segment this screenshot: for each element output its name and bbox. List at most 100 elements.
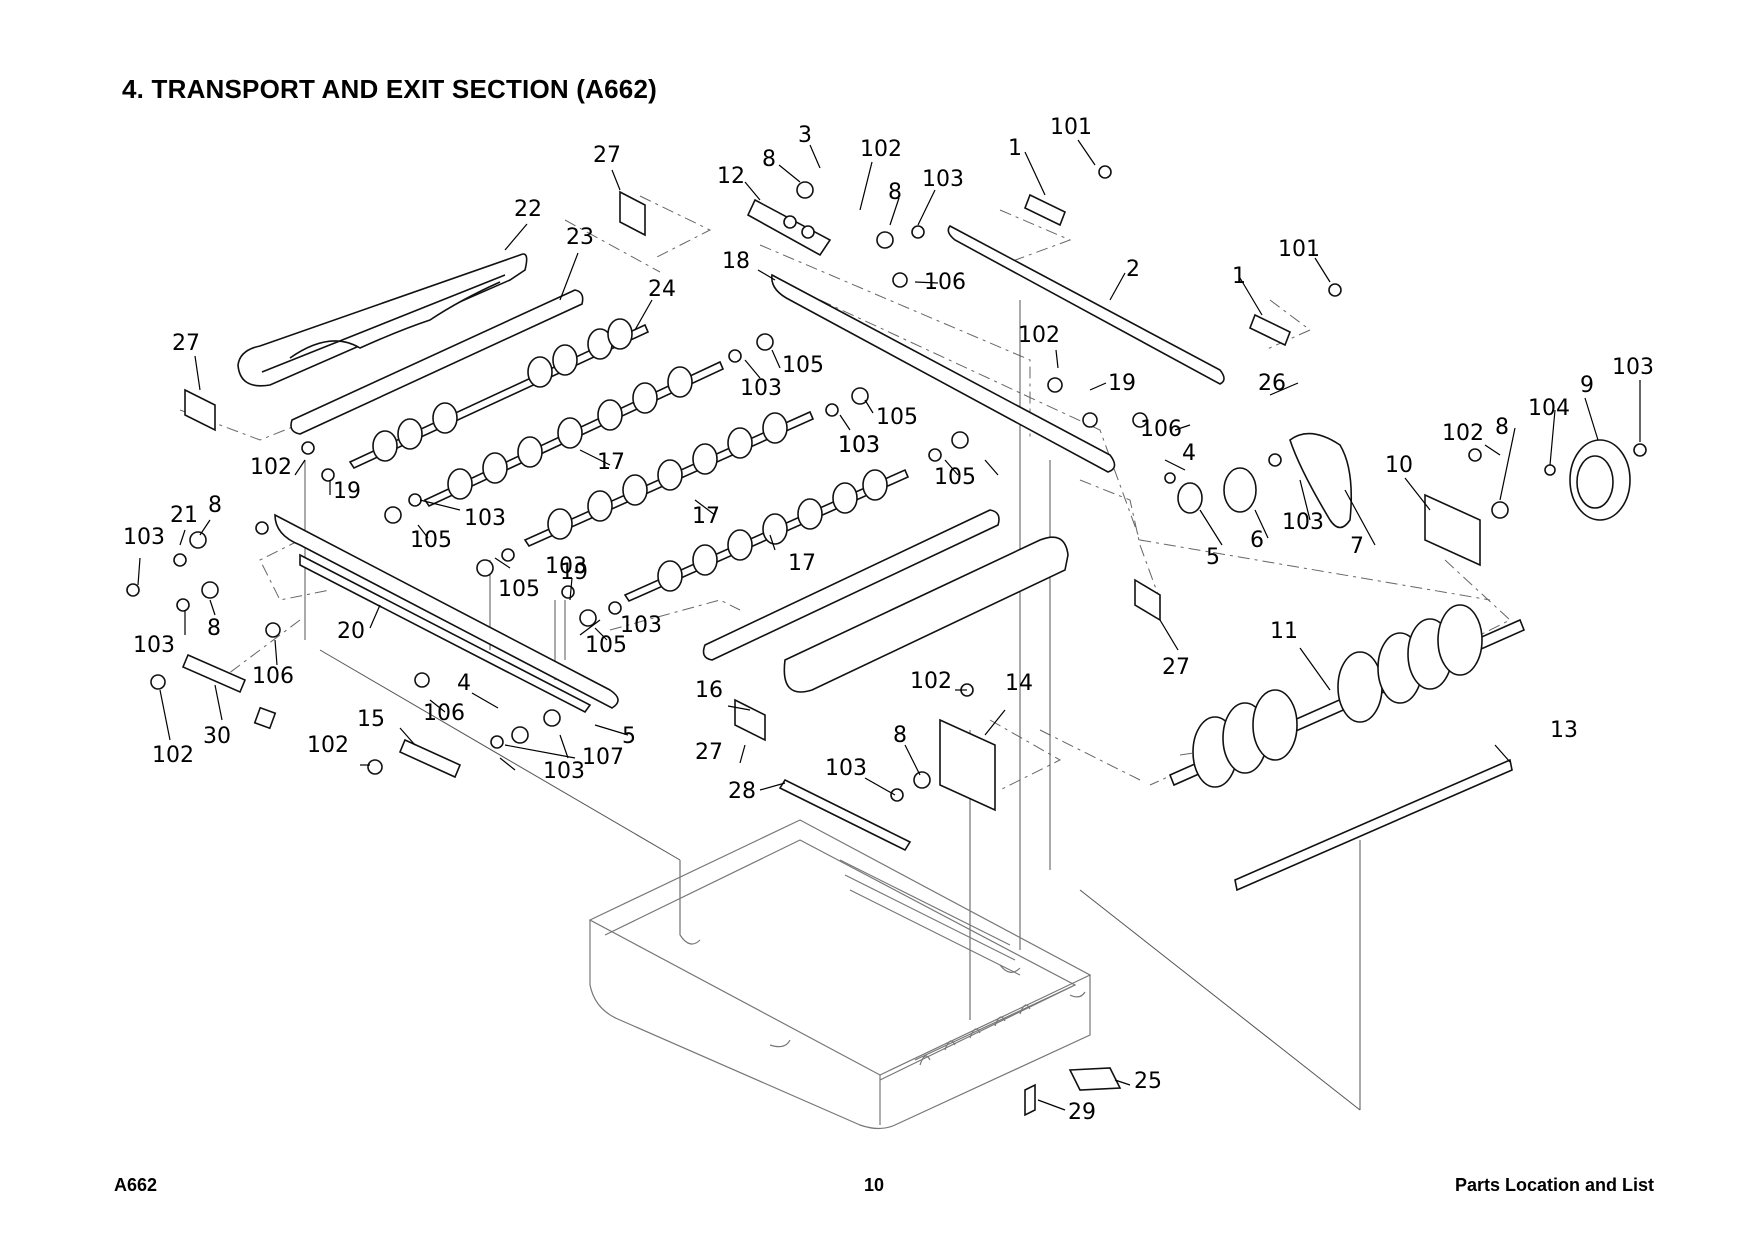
callout-label: 5: [622, 724, 636, 749]
callout-label: 2: [1126, 257, 1140, 282]
callout-label: 101: [1050, 115, 1092, 140]
callout-label: 8: [893, 723, 907, 748]
callout-label: 103: [740, 376, 782, 401]
callout-label: 103: [620, 613, 662, 638]
part-holder-1b: [1248, 313, 1292, 347]
callout-label: 19: [333, 479, 361, 504]
callout-label: 17: [788, 551, 816, 576]
callout-label: 25: [1134, 1069, 1162, 1094]
callout-label: 105: [876, 405, 918, 430]
part-bracket-27c: [1134, 578, 1161, 622]
callout-label: 19: [1108, 371, 1136, 396]
callout-label: 18: [722, 249, 750, 274]
callout-label: 8: [208, 493, 222, 518]
part-shaft-4-rollers: [657, 469, 888, 592]
callout-label: 27: [1162, 655, 1190, 680]
callout-label: 102: [152, 743, 194, 768]
callout-label: 106: [423, 701, 465, 726]
callout-numbers: 27 3 8 12 102 8 103 1 101 22 23 18 106 2…: [123, 115, 1654, 1125]
footer-model: A662: [114, 1175, 158, 1195]
part-bracket-27b: [184, 388, 216, 432]
callout-label: 103: [838, 433, 880, 458]
callout-label: 24: [648, 277, 676, 302]
callout-label: 105: [498, 577, 540, 602]
part-bracket-27d: [734, 698, 766, 742]
callout-label: 104: [1528, 396, 1570, 421]
part-exit-roller-wheels: [1192, 604, 1483, 788]
part-holder-1a: [1023, 193, 1067, 227]
callout-label: 105: [585, 633, 627, 658]
callout-label: 1: [1232, 264, 1246, 289]
callout-label: 20: [337, 619, 365, 644]
callout-label: 103: [922, 167, 964, 192]
leader-lines: [137, 139, 1641, 1111]
base-tray: [588, 819, 1092, 1130]
part-collar-5a: [1177, 482, 1203, 514]
callout-label: 8: [207, 616, 221, 641]
part-bracket-27a: [619, 190, 646, 237]
part-plate-29: [1024, 1083, 1036, 1117]
callout-label: 6: [1250, 528, 1264, 553]
part-upper-guide-inner: [261, 274, 506, 373]
callout-label: 102: [307, 733, 349, 758]
callout-label: 21: [170, 503, 198, 528]
part-upper-roller: [290, 289, 584, 435]
callout-label: 105: [934, 465, 976, 490]
callout-label: 23: [566, 225, 594, 250]
callout-label: 13: [1550, 718, 1578, 743]
callout-label: 9: [1580, 373, 1594, 398]
part-small-hardware: [126, 165, 1647, 802]
callout-label: 11: [1270, 619, 1298, 644]
part-front-side-plate-lower: [299, 553, 592, 714]
part-static-brush: [1234, 758, 1513, 892]
callout-label: 29: [1068, 1100, 1096, 1125]
part-front-side-plate: [274, 513, 619, 709]
footer-page-number: 10: [864, 1175, 885, 1195]
callout-label: 102: [1018, 323, 1060, 348]
callout-label: 103: [123, 525, 165, 550]
callout-label: 4: [1182, 441, 1196, 466]
callout-label: 103: [543, 759, 585, 784]
callout-label: 5: [1206, 545, 1220, 570]
callout-label: 103: [1282, 510, 1324, 535]
callout-label: 102: [1442, 421, 1484, 446]
callout-label: 27: [695, 740, 723, 765]
part-lower-roller: [702, 509, 1000, 661]
part-guide-strip: [778, 778, 912, 852]
part-upper-guide: [237, 253, 528, 387]
callout-label: 26: [1258, 371, 1286, 396]
part-bracket-30: [181, 653, 247, 694]
callout-label: 8: [1495, 415, 1509, 440]
callout-label: 103: [464, 506, 506, 531]
callout-label: 7: [1350, 534, 1364, 559]
callout-label: 106: [1140, 417, 1182, 442]
callout-label: 103: [133, 633, 175, 658]
part-timing-belt: [1289, 432, 1353, 529]
callout-label: 19: [560, 560, 588, 585]
callout-label: 102: [250, 455, 292, 480]
footer-section-name: Parts Location and List: [1454, 1175, 1654, 1195]
part-upper-stay: [947, 224, 1225, 385]
callout-label: 17: [597, 450, 625, 475]
part-lower-guide: [783, 536, 1069, 693]
callout-label: 15: [357, 707, 385, 732]
callout-label: 4: [457, 671, 471, 696]
callout-label: 103: [545, 554, 587, 579]
callout-label: 101: [1278, 237, 1320, 262]
callout-label: 102: [860, 137, 902, 162]
callout-label: 3: [798, 123, 812, 148]
callout-label: 10: [1385, 453, 1413, 478]
callout-label: 28: [728, 779, 756, 804]
callout-label: 107: [582, 745, 624, 770]
callout-label: 14: [1005, 671, 1033, 696]
part-shaft-2-rollers: [447, 366, 693, 500]
callout-label: 12: [717, 164, 745, 189]
part-bracket-15: [398, 738, 462, 779]
page-title: 4. TRANSPORT AND EXIT SECTION (A662): [122, 74, 657, 104]
part-bracket-14: [939, 718, 996, 812]
callout-label: 30: [203, 724, 231, 749]
parts: [126, 165, 1647, 1117]
callout-label: 16: [695, 678, 723, 703]
callout-label: 106: [924, 270, 966, 295]
callout-label: 102: [910, 669, 952, 694]
